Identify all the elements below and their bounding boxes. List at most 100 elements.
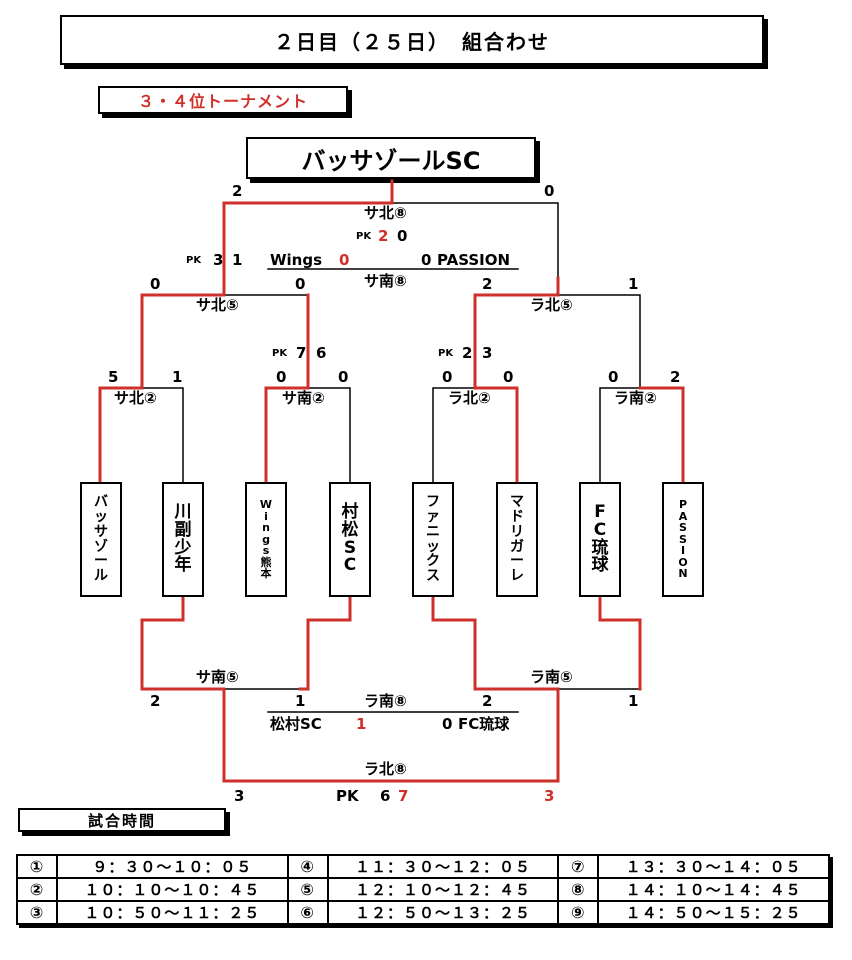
team-name-char: ァ [426,509,440,526]
m78-score-left: 0 [339,251,350,269]
schedule-slot-time: １４：５０～１５：２５ [597,900,830,925]
final-pk-label: PK [356,231,372,242]
schedule-slot-time: １４：１０～１４：４５ [597,877,830,902]
schedule-slot-time: １３：３０～１４：０５ [597,854,830,879]
team-name-char: 本 [260,567,272,581]
lsf2-score-left: 2 [482,692,493,710]
lfinal-venue: ラ北⑧ [364,760,407,778]
final-pk-right: 0 [397,227,408,245]
team-name-char: 琉 [591,537,609,558]
schedule-slot-time: １２：５０～１３：２５ [326,900,560,925]
final-pk-left: 2 [378,227,389,245]
qf1-score-right: 1 [172,368,183,386]
team-name-char: 川 [174,501,192,522]
schedule-slot-time: １０：５０～１１：２５ [56,900,289,925]
section-title: ３・４位トーナメント [137,92,308,111]
lsf1-venue: サ南⑤ [196,668,239,686]
sf1-pk-right: 1 [232,251,243,269]
m56-score-right: 0 [442,715,453,733]
m78-score-right: 0 [421,251,432,269]
team-name-char: ガ [510,538,524,555]
sf2-score-right: 1 [628,275,639,293]
qf3-score-right: 0 [503,368,514,386]
team-box-1: バッサゾール [80,482,122,597]
team-name-char: リ [510,523,524,540]
sf1-score-left: 0 [150,275,161,293]
team-name-char: ル [94,567,108,584]
qf3-pk-label: PK [438,348,454,359]
team-name-char: n [262,521,270,535]
team-name-char: S [679,532,687,546]
lfinal-score-right: 3 [544,787,555,805]
winner-name: バッサゾールSC [301,146,481,175]
team-name-char: g [262,532,270,546]
team-name-char: 少 [174,537,192,558]
qf3-pk-left: 2 [462,344,473,362]
team-name-char: I [680,544,686,558]
lsf2-venue: ラ南⑤ [530,668,573,686]
winner-box: バッサゾールSC [246,137,536,179]
bracket-lines [98,179,685,783]
team-name-char: サ [94,523,108,540]
lsf2-score-right: 1 [628,692,639,710]
m56-venue: ラ南⑧ [364,692,407,710]
team-name-char: P [678,498,688,512]
team-name-char: ー [510,553,524,570]
team-name-char: 球 [591,555,609,576]
team-name-char: バ [94,494,108,511]
m78-team-left: Wings [270,251,323,269]
schedule-slot-time: ９：３０～１０：０５ [56,854,289,879]
team-name-char: マ [510,494,524,511]
schedule-slot-number: ⑧ [557,877,600,902]
team-name-char: 松 [341,519,359,540]
schedule-slot-number: ⑤ [286,877,329,902]
team-name-char: W [259,498,273,512]
team-name-char: A [678,509,688,523]
sf1-pk-left: 3 [213,251,224,269]
team-name-char: i [264,509,268,523]
lsf1-score-right: 1 [295,692,306,710]
lfinal-pk-right: 7 [398,787,409,805]
m78-venue: サ南⑧ [364,272,407,290]
m78-team-right: PASSION [437,251,511,269]
sf1-pk-label: PK [186,255,202,266]
team-name-char: N [678,567,688,581]
qf2-venue: サ南② [282,389,325,407]
team-name-char: S [343,537,357,558]
sf1-venue: サ北⑤ [196,296,239,314]
team-name-char: ゾ [94,538,108,555]
qf1-score-left: 5 [108,368,119,386]
team-name-char: フ [426,494,440,511]
team-name-char: ド [510,509,524,526]
qf4-score-right: 2 [670,368,681,386]
qf1-venue: サ北② [114,389,157,407]
page-title: ２日目（２５日） 組合わせ [274,29,550,54]
lfinal-pk-left: 6 [380,787,391,805]
lfinal-score-left: 3 [234,787,245,805]
team-name-char: s [262,544,270,558]
team-name-char: 村 [341,501,359,522]
team-name-char: 熊 [260,555,272,569]
qf2-pk-label: PK [272,348,288,359]
sf2-venue: ラ北⑤ [530,296,573,314]
final-score-left: 2 [232,182,243,200]
qf3-pk-right: 3 [482,344,493,362]
m56-score-left: 1 [356,715,367,733]
schedule-slot-time: １０：１０～１０：４５ [56,877,289,902]
team-name-char: ニ [426,523,440,540]
sf1-score-right: 0 [295,275,306,293]
schedule-title-box: 試合時間 [18,808,226,832]
team-box-6: マドリガーレ [496,482,538,597]
section-title-box: ３・４位トーナメント [98,86,348,114]
team-box-5: ファニックス [412,482,454,597]
sf2-score-left: 2 [482,275,493,293]
schedule-slot-number: ① [16,854,58,879]
schedule-slot-number: ② [16,877,58,902]
schedule-slot-number: ⑥ [286,900,329,925]
